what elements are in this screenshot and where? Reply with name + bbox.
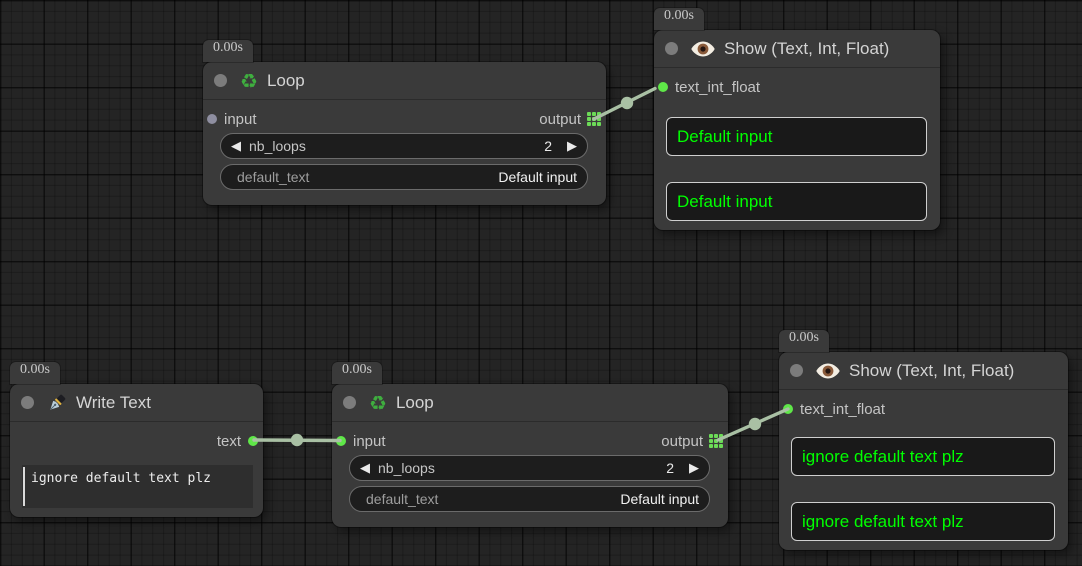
widget-value: Default input [498,169,577,185]
input-socket[interactable] [658,82,668,92]
widget-label: nb_loops [249,138,306,154]
increment-arrow-icon[interactable]: ▶ [689,460,699,476]
node-title: Show (Text, Int, Float) [849,360,1015,380]
collapse-dot[interactable] [214,74,227,87]
recycle-icon: ♻ [240,68,258,93]
node-loop-bottom[interactable]: 0.00s ♻ Loop input output ◀ nb_loops 2 ▶… [332,362,728,527]
output-socket-label: output [539,110,581,128]
widget-label: default_text [237,169,310,185]
execution-time-badge: 0.00s [779,330,829,352]
input-socket-label: text_int_float [675,78,761,96]
output-socket-label: text [216,432,241,450]
widget-label: default_text [366,491,439,507]
wire-midpoint-dot[interactable] [290,433,304,447]
execution-time-badge: 0.00s [10,362,60,384]
node-titlebar[interactable]: ♻ Loop [203,62,606,100]
display-text-box: ignore default text plz [791,437,1055,476]
collapse-dot[interactable] [21,396,34,409]
recycle-icon: ♻ [369,390,387,415]
input-socket[interactable] [783,404,793,414]
output-socket-label: output [661,432,703,450]
increment-arrow-icon[interactable]: ▶ [567,138,577,154]
display-text-box: Default input [666,117,927,156]
input-socket-label: input [224,110,257,128]
input-socket[interactable] [207,114,217,124]
collapse-dot[interactable] [665,42,678,55]
widget-value: Default input [620,491,699,507]
input-socket-label: text_int_float [800,400,886,418]
nb-loops-number-widget[interactable]: ◀ nb_loops 2 ▶ [349,455,710,481]
node-title: Loop [395,392,434,412]
nb-loops-number-widget[interactable]: ◀ nb_loops 2 ▶ [220,133,588,159]
eye-icon [816,363,840,379]
node-titlebar[interactable]: ♻ Loop [332,384,728,422]
widget-value: 2 [666,460,674,476]
execution-time-badge: 0.00s [203,40,253,62]
widget-label: nb_loops [378,460,435,476]
node-show-bottom[interactable]: 0.00s Show (Text, Int, Float) text_int_f… [779,330,1068,550]
decrement-arrow-icon[interactable]: ◀ [360,460,370,476]
node-titlebar[interactable]: Show (Text, Int, Float) [654,30,940,68]
execution-time-badge: 0.00s [332,362,382,384]
wire-write-text-to-loop-bottom [252,438,342,443]
wire-midpoint-dot[interactable] [748,417,762,431]
wire-midpoint-dot[interactable] [620,96,634,110]
output-grid-socket[interactable] [709,434,723,448]
output-grid-socket[interactable] [587,112,601,126]
node-titlebar[interactable]: Show (Text, Int, Float) [779,352,1068,390]
eye-icon [691,41,715,57]
input-socket[interactable] [336,436,346,446]
node-title: Write Text [76,392,151,412]
widget-value: 2 [544,138,552,154]
collapse-dot[interactable] [343,396,356,409]
collapse-dot[interactable] [790,364,803,377]
node-show-top[interactable]: 0.00s Show (Text, Int, Float) text_int_f… [654,8,940,230]
node-titlebar[interactable]: Write Text [10,384,263,422]
text-input-area[interactable]: ignore default text plz [22,465,253,508]
display-text-box: Default input [666,182,927,221]
decrement-arrow-icon[interactable]: ◀ [231,138,241,154]
display-text-box: ignore default text plz [791,502,1055,541]
node-title: Loop [266,70,305,90]
output-socket[interactable] [248,436,258,446]
execution-time-badge: 0.00s [654,8,704,30]
node-write-text[interactable]: 0.00s Write Text text ig [10,362,263,517]
default-text-widget[interactable]: default_text Default input [349,486,710,512]
input-socket-label: input [353,432,386,450]
node-loop-top[interactable]: 0.00s ♻ Loop input output ◀ nb_loops 2 ▶… [203,40,606,205]
wire-loop-bottom-to-show-bottom [716,407,790,442]
node-title: Show (Text, Int, Float) [724,38,890,58]
pen-icon [47,393,67,413]
default-text-widget[interactable]: default_text Default input [220,164,588,190]
